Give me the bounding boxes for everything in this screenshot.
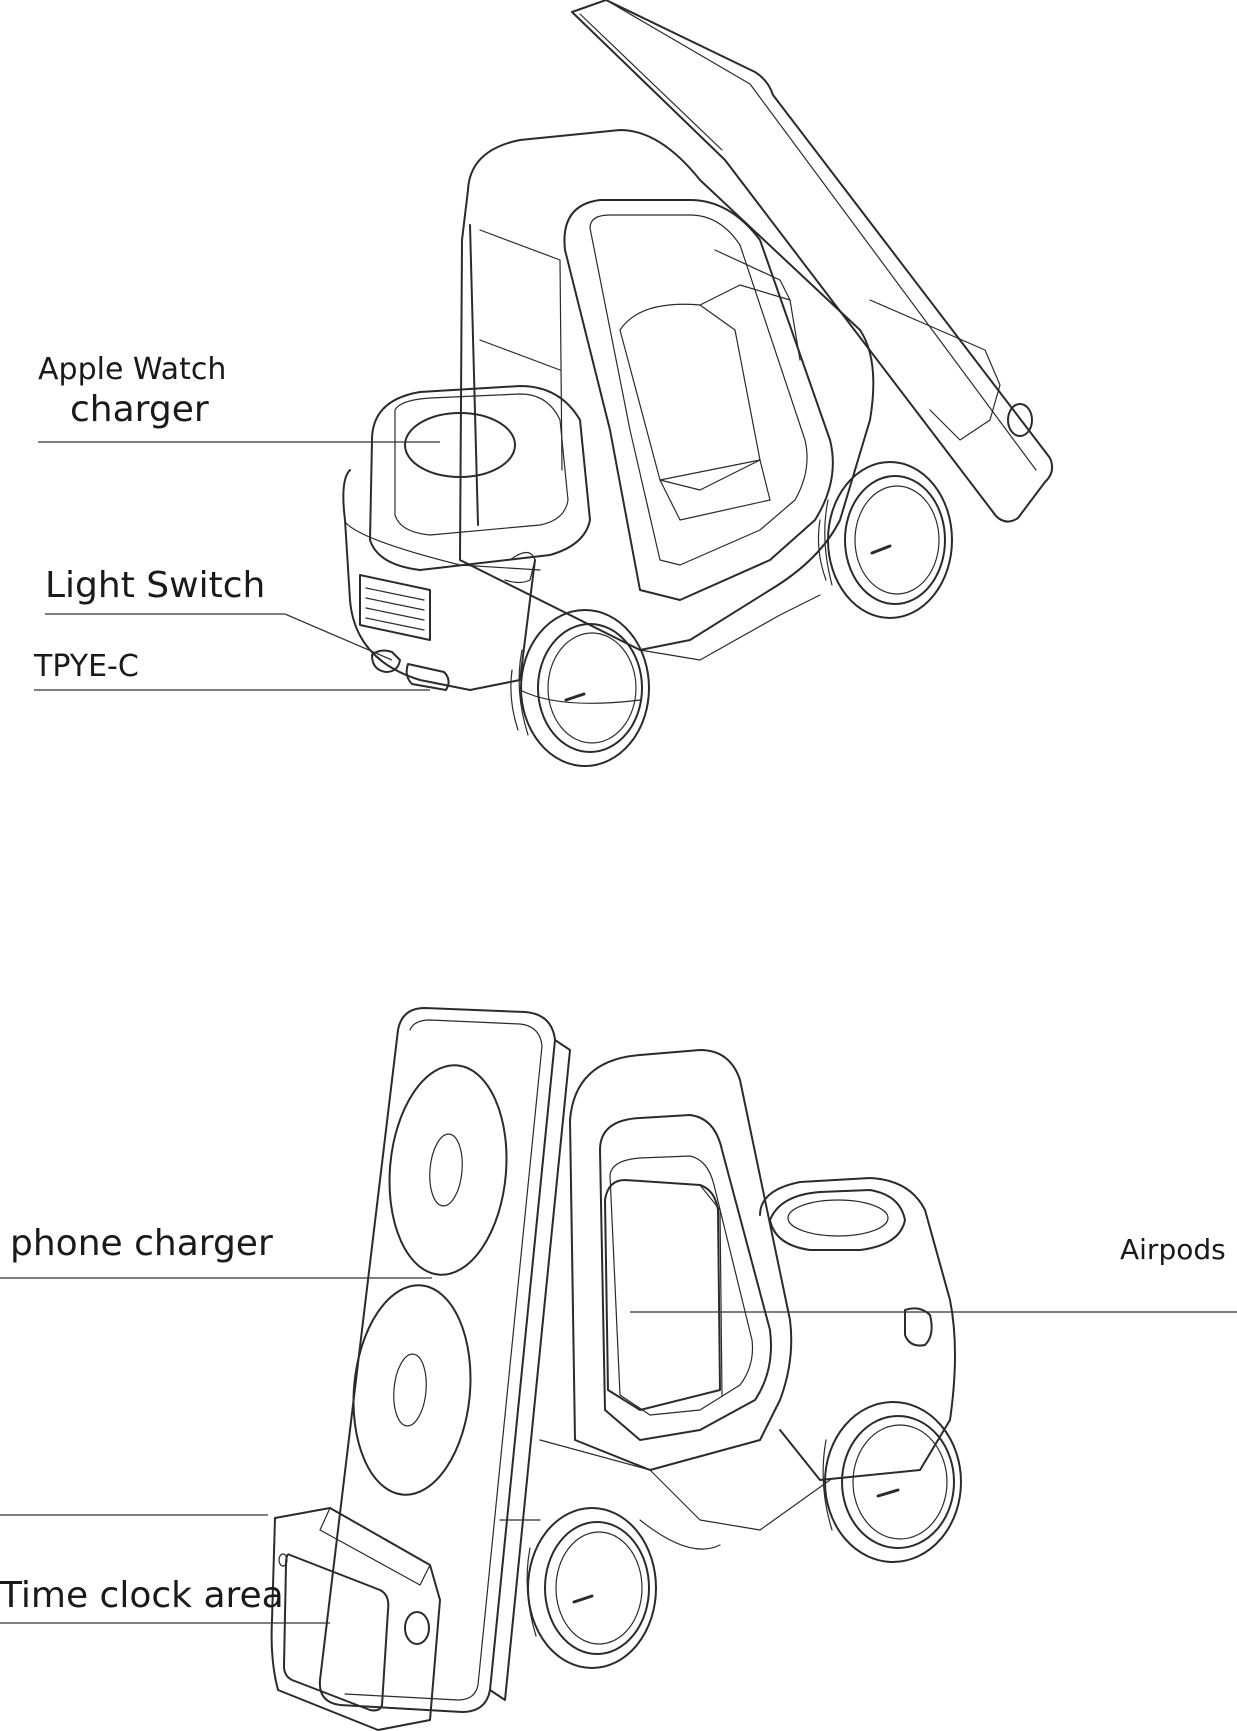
- bottom-right-wheel: [822, 1401, 962, 1563]
- top-left-wheel: [510, 609, 650, 767]
- top-phone-plate: [571, 0, 1054, 523]
- time-clock-block: [270, 1507, 441, 1731]
- top-cabin-frame: [459, 129, 1033, 651]
- light-switch-label: Light Switch: [45, 565, 266, 606]
- airpods-label: Airpods: [1120, 1233, 1226, 1266]
- bottom-rear-body: [759, 1177, 956, 1481]
- bottom-cabin-frame: [569, 1049, 793, 1471]
- bottom-left-wheel: [526, 1507, 657, 1669]
- light-switch-shape: [371, 649, 401, 673]
- phone-coil-upper: [388, 1064, 508, 1276]
- light-switch-leader-line: [45, 613, 393, 661]
- top-forklift-drawing: [342, 0, 1054, 767]
- time-clock-label: Time clock area: [0, 1575, 284, 1616]
- phone-charger-label: phone charger: [10, 1223, 273, 1264]
- type-c-label: TPYE-C: [34, 649, 139, 684]
- bottom-phone-plate: [318, 1007, 571, 1713]
- clock-screen: [283, 1553, 390, 1712]
- bottom-forklift-drawing: [270, 1007, 962, 1731]
- apple-watch-label-line1: Apple Watch: [38, 352, 227, 387]
- top-right-wheel: [817, 461, 953, 619]
- top-rear-body: [342, 385, 591, 691]
- apple-watch-label-line2: charger: [70, 389, 209, 430]
- phone-coil-lower: [352, 1284, 472, 1496]
- type-c-port: [405, 663, 450, 691]
- airpods-pod: [769, 1189, 906, 1251]
- watch-charger-disc: [404, 412, 516, 478]
